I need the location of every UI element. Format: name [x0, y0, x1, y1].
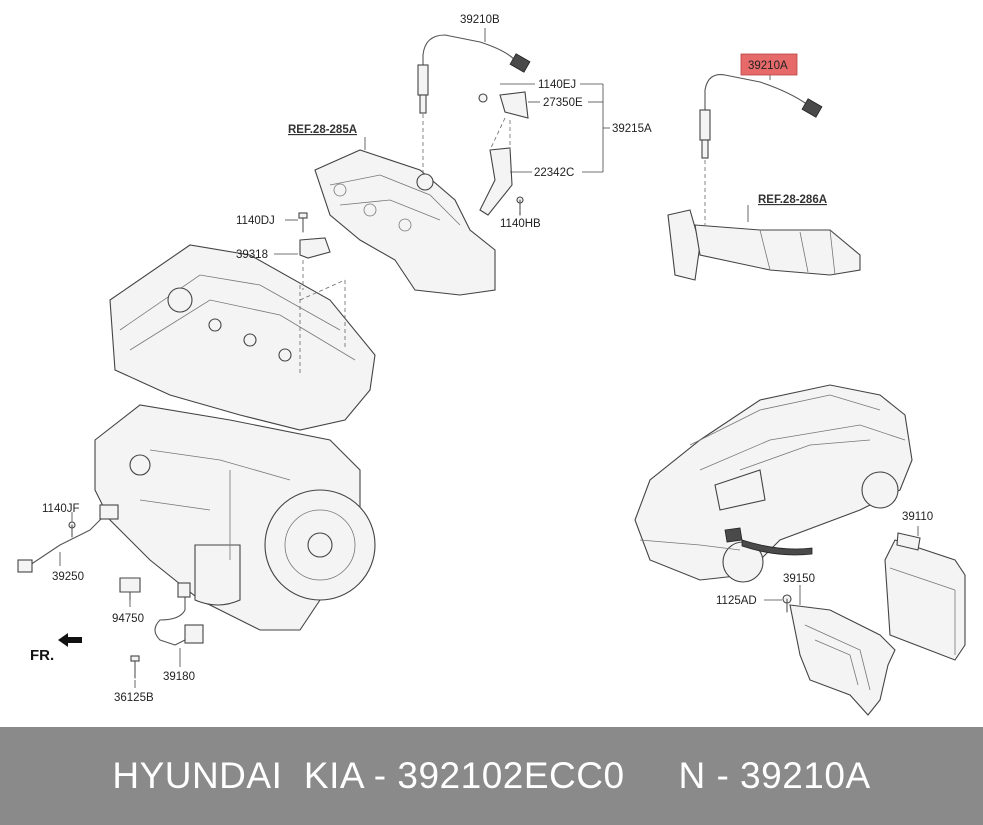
front-direction-marker: FR. [30, 633, 82, 664]
callout-39215A: 39215A [612, 123, 652, 135]
callout-1140EJ: 1140EJ [538, 79, 576, 91]
front-arrow-icon [58, 633, 82, 647]
catalytic-converter [667, 160, 861, 281]
callout-39150: 39150 [783, 573, 815, 585]
callout-36125B: 36125B [114, 692, 154, 704]
part-number-footer: HYUNDAI KIA - 392102ECC0 N - 39210A [0, 727, 983, 825]
callout-27350E: 27350E [543, 97, 583, 109]
parts-diagram: 39210B 1140EJ 27350E 39215A 22342C 1140H… [17, 14, 966, 716]
oxygen-sensor-rear [417, 34, 531, 114]
callout-22342C: 22342C [534, 167, 574, 179]
highlight-box [740, 53, 798, 76]
vehicle-illustration [634, 384, 913, 583]
ecu-module [884, 532, 966, 661]
callout-1140JF: 1140JF [42, 503, 80, 515]
map-sensor [298, 212, 331, 290]
knock-sensor-group [17, 504, 204, 679]
front-label: FR. [30, 647, 54, 664]
callout-39250: 39250 [52, 571, 84, 583]
callout-1140DJ: 1140DJ [236, 215, 275, 227]
ref-left: REF.28-285A [288, 124, 357, 136]
callout-39210B: 39210B [460, 14, 500, 26]
callout-39210A: 39210A [748, 60, 788, 72]
callout-39318: 39318 [236, 249, 268, 261]
callout-94750: 94750 [112, 613, 144, 625]
oxygen-sensor-front [699, 74, 823, 159]
exhaust-manifold [314, 100, 496, 296]
callout-labels: 39210B 1140EJ 27350E 39215A 22342C 1140H… [42, 14, 933, 704]
callout-39180: 39180 [163, 671, 195, 683]
callout-1125AD: 1125AD [716, 595, 757, 607]
callout-1140HB: 1140HB [500, 218, 541, 230]
part-number-text: HYUNDAI KIA - 392102ECC0 N - 39210A [112, 755, 871, 796]
ecu-bracket [782, 594, 896, 716]
leader-lines [59, 28, 919, 688]
engine-assembly [94, 244, 376, 631]
ref-right: REF.28-286A [758, 194, 827, 206]
callout-39110: 39110 [902, 511, 933, 523]
sensor-bracket [478, 91, 529, 216]
